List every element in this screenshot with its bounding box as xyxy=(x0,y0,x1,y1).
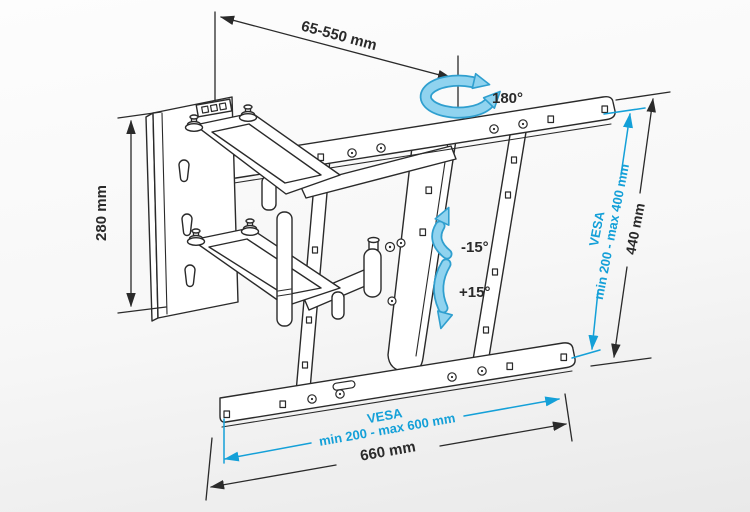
tilt-up-arrow-icon: -15° xyxy=(431,203,489,260)
wall-plate-vent xyxy=(195,98,233,118)
wall-plate xyxy=(145,96,239,322)
plate-height-label: 280 mm xyxy=(93,185,110,241)
dimension-plate-height: 280 mm xyxy=(93,111,167,314)
vesa-horizontal-title: VESA xyxy=(366,405,404,426)
tilt-down-label: +15° xyxy=(459,284,490,301)
arm-bolt xyxy=(238,104,258,123)
keyhole-slot xyxy=(184,264,196,288)
tilt-pivot-cylinder xyxy=(363,236,406,306)
tilt-up-label: -15° xyxy=(461,239,489,256)
articulating-arm-lower xyxy=(186,211,345,327)
keyhole-slot xyxy=(181,213,193,237)
keyhole-slot xyxy=(178,159,190,183)
bracket-width-label: 660 mm xyxy=(359,438,417,464)
bracket-height-label: 440 mm xyxy=(622,202,648,256)
tilt-down-arrow-icon: +15° xyxy=(432,258,490,332)
articulating-arm-upper xyxy=(184,104,341,211)
swivel-angle-label: 180° xyxy=(492,90,523,107)
swivel-arrow-icon: 180° xyxy=(419,72,523,119)
vesa-vertical-title: VESA xyxy=(586,209,608,247)
tv-bracket-bottom-rail xyxy=(219,342,576,428)
upper-forearm xyxy=(299,145,457,199)
tv-wall-mount-drawing xyxy=(145,96,616,428)
arm-pivot-post xyxy=(276,211,293,327)
arm-bolt xyxy=(240,218,260,237)
